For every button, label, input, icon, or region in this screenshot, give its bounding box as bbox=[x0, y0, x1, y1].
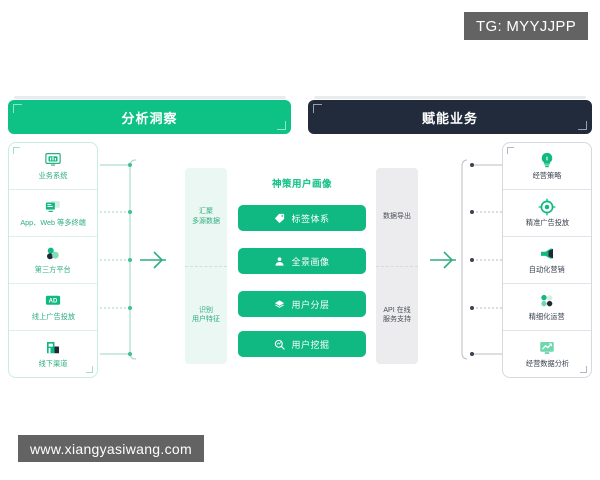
devices-screen-icon bbox=[44, 198, 62, 216]
data-source-label: 第三方平台 bbox=[35, 265, 71, 275]
clover-circles-icon bbox=[538, 292, 556, 310]
export-segment-data-export: 数据导出 bbox=[376, 168, 418, 266]
telegram-watermark-badge: TG: MYYJJPP bbox=[464, 12, 588, 40]
left-connector-group bbox=[100, 142, 172, 378]
data-source-item-multi-terminal[interactable]: App、Web 等多终端 bbox=[9, 189, 97, 236]
data-source-item-business-system[interactable]: 业务系统 bbox=[9, 143, 97, 189]
data-source-item-third-party[interactable]: 第三方平台 bbox=[9, 236, 97, 283]
aggregate-panel: 汇聚 多源数据 识别 用户特征 bbox=[185, 168, 227, 364]
core-feature-label: 标签体系 bbox=[291, 213, 330, 224]
core-feature-label: 用户分层 bbox=[291, 299, 330, 310]
core-feature-label: 全景画像 bbox=[291, 256, 330, 267]
aggregate-segment-line1: 汇聚 bbox=[199, 208, 213, 216]
core-feature-full-portrait[interactable]: 全景画像 bbox=[238, 248, 366, 274]
aggregate-segment-line2: 用户特征 bbox=[192, 316, 220, 324]
outcome-label: 精细化运营 bbox=[529, 312, 565, 322]
section-header-business: 赋能业务 bbox=[308, 100, 592, 134]
aggregate-segment-identify: 识别 用户特征 bbox=[185, 265, 227, 365]
header-shadow-left bbox=[14, 96, 286, 99]
outcome-label: 精准广告投放 bbox=[525, 218, 569, 228]
aggregate-segment-line1: 识别 bbox=[199, 306, 213, 314]
data-sources-card: 业务系统 App、Web 等多终端 bbox=[8, 142, 98, 378]
outcome-item-business-data-analysis[interactable]: 经营数据分析 bbox=[503, 330, 591, 377]
core-feature-user-mining[interactable]: 用户挖掘 bbox=[238, 331, 366, 357]
data-source-label: App、Web 等多终端 bbox=[20, 218, 86, 228]
data-source-label: 业务系统 bbox=[38, 171, 68, 181]
export-segment-line1: 数据导出 bbox=[383, 213, 411, 221]
export-panel: 数据导出 API 在线 服务支持 bbox=[376, 168, 418, 364]
chart-board-icon bbox=[538, 339, 556, 357]
corner-bracket-top-left-icon bbox=[313, 104, 322, 113]
section-header-business-label: 赋能业务 bbox=[421, 110, 478, 126]
search-insight-icon bbox=[274, 339, 286, 350]
data-source-label: 线下渠道 bbox=[38, 359, 68, 369]
megaphone-icon bbox=[538, 245, 556, 263]
storefront-icon bbox=[44, 339, 62, 357]
layers-icon bbox=[274, 299, 285, 310]
lightbulb-icon bbox=[538, 151, 556, 169]
corner-bracket-bottom-right-icon bbox=[86, 366, 93, 373]
corner-bracket-top-left-icon bbox=[13, 147, 20, 154]
aggregate-segment-line2: 多源数据 bbox=[192, 217, 220, 225]
section-header-analysis: 分析洞察 bbox=[8, 100, 291, 134]
target-icon bbox=[538, 198, 556, 216]
corner-bracket-top-left-icon bbox=[507, 147, 514, 154]
business-outcomes-card: 经营策略 精准广告投放 自动化营销 bbox=[502, 142, 592, 378]
user-portrait-icon bbox=[274, 256, 285, 267]
right-connector-group bbox=[430, 142, 502, 378]
outcome-item-refined-operation[interactable]: 精细化运营 bbox=[503, 283, 591, 330]
ad-banner-icon: AD bbox=[44, 292, 62, 310]
outcome-label: 自动化营销 bbox=[529, 265, 565, 275]
third-party-circles-icon bbox=[44, 245, 62, 263]
corner-bracket-bottom-right-icon bbox=[578, 121, 587, 130]
data-source-label: 线上广告投放 bbox=[31, 312, 75, 322]
website-watermark-badge: www.xiangyasiwang.com bbox=[18, 435, 204, 462]
section-header-analysis-label: 分析洞察 bbox=[121, 110, 178, 126]
export-segment-line1: API 在线 bbox=[383, 306, 411, 314]
export-segment-api-support: API 在线 服务支持 bbox=[376, 265, 418, 365]
aggregate-segment-collect: 汇聚 多源数据 bbox=[185, 168, 227, 266]
corner-bracket-bottom-right-icon bbox=[277, 121, 286, 130]
outcome-item-precise-advertising[interactable]: 精准广告投放 bbox=[503, 189, 591, 236]
header-shadow-right bbox=[314, 96, 586, 99]
data-source-item-online-ads[interactable]: AD 线上广告投放 bbox=[9, 283, 97, 330]
monitor-chart-icon bbox=[44, 151, 62, 169]
corner-bracket-bottom-right-icon bbox=[580, 366, 587, 373]
core-product-title: 神策用户画像 bbox=[271, 179, 332, 190]
export-segment-line2: 服务支持 bbox=[383, 316, 411, 324]
outcome-item-automated-marketing[interactable]: 自动化营销 bbox=[503, 236, 591, 283]
data-source-item-offline-channel[interactable]: 线下渠道 bbox=[9, 330, 97, 377]
core-feature-user-segmentation[interactable]: 用户分层 bbox=[238, 291, 366, 317]
core-feature-tag-system[interactable]: 标签体系 bbox=[238, 205, 366, 231]
tag-icon bbox=[274, 213, 285, 224]
outcome-label: 经营数据分析 bbox=[525, 359, 569, 369]
svg-text:AD: AD bbox=[49, 299, 58, 305]
outcome-item-business-strategy[interactable]: 经营策略 bbox=[503, 143, 591, 189]
core-feature-label: 用户挖掘 bbox=[291, 339, 330, 350]
corner-bracket-top-left-icon bbox=[13, 104, 22, 113]
outcome-label: 经营策略 bbox=[532, 171, 562, 181]
